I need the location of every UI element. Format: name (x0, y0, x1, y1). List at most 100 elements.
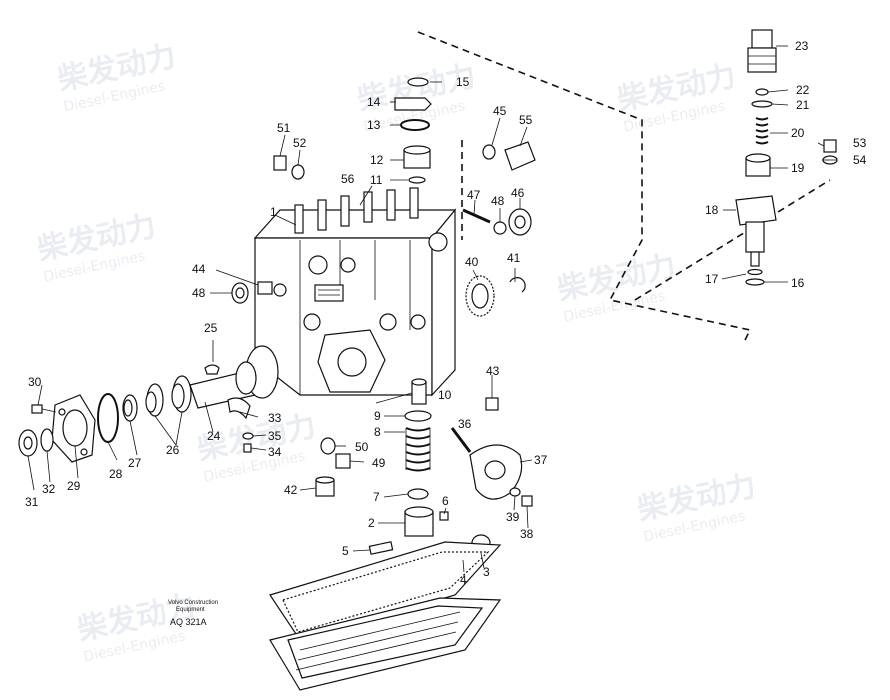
spring-seat-9 (404, 410, 432, 422)
screw-30 (31, 404, 57, 414)
callout-32: 32 (42, 482, 56, 496)
delivery-valve-stubs (294, 187, 419, 234)
callout-1: 1 (270, 205, 277, 219)
callout-25: 25 (204, 321, 218, 335)
callout-29: 29 (67, 479, 81, 493)
end-cover-29 (51, 394, 96, 463)
callout-5: 5 (342, 544, 349, 558)
washer-15 (407, 77, 429, 87)
callout-49: 49 (372, 456, 386, 470)
washer-39 (509, 487, 521, 497)
plunger-10 (411, 378, 427, 405)
callout-33: 33 (268, 411, 282, 425)
callout-7: 7 (373, 490, 380, 504)
spacer-12 (403, 145, 431, 169)
callout-43: 43 (486, 364, 500, 378)
washer-52 (291, 164, 305, 180)
callout-15: 15 (456, 75, 470, 89)
callout-14: 14 (367, 95, 381, 109)
gear-40 (465, 275, 495, 317)
callout-53: 53 (853, 136, 867, 150)
callout-6: 6 (442, 494, 449, 508)
callout-17: 17 (705, 272, 719, 286)
valve-body-18 (735, 195, 777, 267)
callout-23: 23 (795, 39, 809, 53)
callout-51: 51 (277, 121, 291, 135)
callout-46: 46 (511, 186, 525, 200)
nut-31 (18, 429, 38, 457)
callout-55: 55 (519, 113, 533, 127)
callout-54: 54 (853, 153, 867, 167)
o-ring-28 (97, 393, 119, 443)
callout-36: 36 (458, 417, 472, 431)
callout-labels: 1 2 3 4 5 6 7 8 9 10 11 12 13 14 15 16 1… (25, 39, 867, 587)
callout-8: 8 (374, 425, 381, 439)
reference-line1: Volvo Construction (168, 600, 218, 606)
part-46 (508, 208, 532, 236)
tappet-2 (404, 506, 434, 537)
callout-26: 26 (166, 443, 180, 457)
reference-block: Volvo Construction Equipment AQ 321A (168, 600, 218, 627)
callout-9: 9 (374, 409, 381, 423)
callout-42: 42 (284, 483, 298, 497)
callout-2: 2 (368, 516, 375, 530)
callout-24: 24 (207, 429, 221, 443)
callout-41: 41 (507, 251, 521, 265)
valve-19 (745, 153, 771, 177)
dashed-boundary (417, 31, 831, 341)
callout-48-left: 48 (192, 286, 206, 300)
nut-53 (823, 139, 837, 153)
callout-31: 31 (25, 495, 39, 509)
camshaft (179, 345, 279, 409)
reference-line2: Equipment (176, 607, 205, 613)
ring-21 (751, 100, 773, 108)
plug-48-left (231, 282, 249, 304)
callout-44: 44 (192, 262, 206, 276)
valve-holder-14 (394, 97, 432, 111)
callout-34: 34 (268, 445, 282, 459)
washer-22 (755, 88, 769, 96)
spring-seat-7 (407, 488, 429, 500)
bearing-26 (145, 375, 192, 417)
callout-21: 21 (796, 98, 810, 112)
pin-5 (368, 541, 394, 555)
callout-13: 13 (367, 118, 381, 132)
nut-38 (521, 495, 533, 507)
callout-27: 27 (128, 456, 142, 470)
callout-30: 30 (28, 375, 42, 389)
callout-56: 56 (341, 172, 355, 186)
ring-17 (747, 268, 763, 276)
washer-35 (242, 432, 254, 440)
part-48-right (493, 221, 507, 235)
callout-50: 50 (355, 440, 369, 454)
reference-code: AQ 321A (170, 617, 207, 627)
spring-20 (755, 117, 769, 145)
ring-16 (745, 278, 765, 286)
pin-47 (462, 208, 491, 224)
pump-housing (253, 187, 457, 397)
bottom-cover (269, 597, 502, 691)
callout-39: 39 (506, 510, 520, 524)
woodruff-key-25 (204, 364, 220, 375)
callout-37: 37 (534, 453, 548, 467)
clip-41 (509, 277, 526, 293)
leader-lines (27, 45, 837, 573)
callout-22: 22 (796, 83, 810, 97)
fitting-44 (257, 281, 273, 295)
seal-50 (320, 437, 336, 455)
callout-3: 3 (483, 565, 490, 579)
bottom-gasket (269, 541, 502, 641)
cover-37 (469, 444, 523, 500)
callout-12: 12 (370, 153, 384, 167)
callout-10: 10 (438, 388, 452, 402)
seal-27 (122, 394, 138, 422)
elbow-33 (227, 397, 251, 420)
callout-40: 40 (465, 255, 479, 269)
o-ring-13 (400, 119, 430, 131)
callout-19: 19 (791, 161, 805, 175)
bolt-36 (450, 427, 472, 453)
callout-20: 20 (791, 126, 805, 140)
fitting-51 (273, 155, 287, 171)
callout-28: 28 (109, 467, 123, 481)
